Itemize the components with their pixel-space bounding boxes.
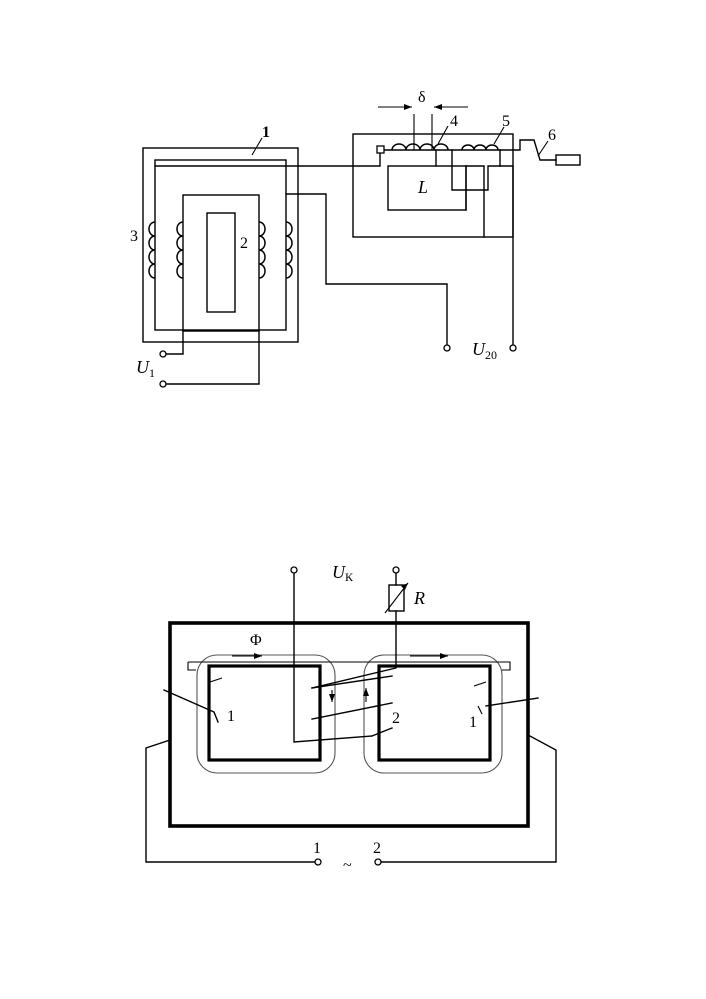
winding-diagram: UК R Φ 1 2 1 1 2 ~ [145, 562, 557, 874]
supply-terminal-1 [314, 858, 322, 866]
flux-arrow-right [440, 653, 448, 659]
label-resistor: R [413, 588, 425, 608]
winding-right [485, 697, 539, 707]
u1-terminal-bottom [159, 380, 167, 388]
supply-terminal-2 [374, 858, 382, 866]
wire-u1-bottom [162, 330, 260, 385]
label-inductance: L [417, 177, 428, 197]
core-outer-inner [154, 159, 287, 331]
label-lever-6: 6 [548, 127, 556, 144]
primary-coil-3 [148, 221, 156, 279]
flux-path-right [363, 654, 503, 774]
wire-to-u20-right [499, 165, 514, 346]
flux-path-left [196, 654, 336, 774]
label-terminal-2: 2 [373, 840, 381, 857]
secondary-coil-2 [258, 221, 266, 279]
uk-wire-left [293, 569, 373, 743]
secondary-coil-right [285, 221, 293, 279]
u20-terminal-right [509, 344, 517, 352]
label-coil-left: 1 [227, 708, 235, 725]
wire-u1-top [162, 330, 184, 355]
core-left [207, 664, 322, 762]
flux-arrow-left [254, 653, 262, 659]
label-choke-4: 4 [450, 113, 458, 130]
label-gap: δ [418, 89, 426, 106]
supply-wire-2 [379, 734, 557, 863]
label-flux: Φ [250, 632, 262, 649]
wire-to-choke [154, 149, 381, 167]
label-coil-right: 1 [469, 714, 477, 731]
label-u1: U1 [136, 357, 155, 380]
winding-left [163, 689, 219, 723]
core-window [182, 194, 260, 332]
label-u20: U20 [472, 339, 497, 362]
choke-assembly [352, 104, 581, 346]
label-coil-middle: 2 [392, 710, 400, 727]
label-uk: UК [332, 562, 354, 584]
u20-terminal-left [443, 344, 451, 352]
supply-wire-1 [145, 739, 317, 863]
label-ac: ~ [343, 857, 352, 874]
u1-terminal-top [159, 350, 167, 358]
transformer-diagram: 1 3 2 4 5 6 δ L U1 U20 [130, 89, 581, 388]
primary-coil-inner [176, 221, 184, 279]
uk-terminal-left [290, 566, 298, 574]
label-coil-3: 3 [130, 228, 138, 245]
core-outer [142, 147, 299, 343]
core-right [377, 664, 492, 762]
uk-terminal-right [392, 566, 400, 574]
outer-frame [168, 621, 530, 828]
core-center-slot [206, 212, 236, 313]
wire-to-u20-left [285, 193, 448, 346]
label-terminal-1: 1 [313, 840, 321, 857]
label-reg-5: 5 [502, 113, 510, 130]
label-core-1: 1 [262, 124, 270, 141]
label-coil-2: 2 [240, 235, 248, 252]
